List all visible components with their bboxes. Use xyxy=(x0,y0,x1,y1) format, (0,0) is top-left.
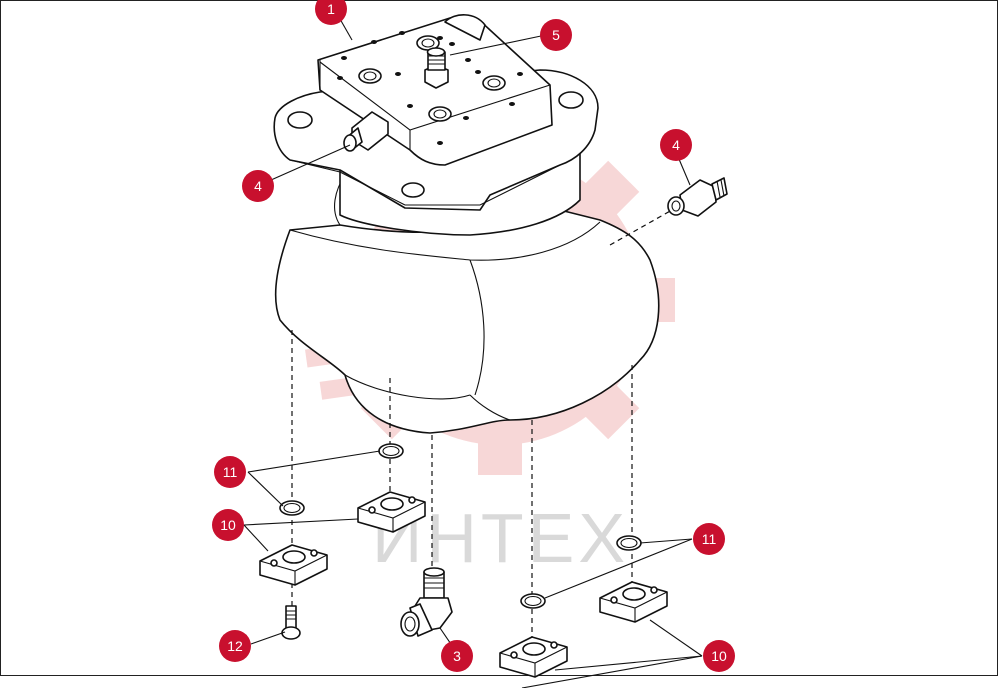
callout-badge-11-left: 11 xyxy=(214,456,246,488)
fitting-item-5 xyxy=(424,47,449,89)
bolt-item-12 xyxy=(281,605,301,640)
svg-text:4: 4 xyxy=(672,137,680,153)
svg-text:11: 11 xyxy=(702,531,717,547)
elbow-fitting-item-3 xyxy=(400,567,453,637)
fitting-item-4-left xyxy=(343,111,389,152)
head-ports xyxy=(358,35,506,122)
callout-badge-4-right: 4 xyxy=(660,129,692,161)
o-ring-items-11 xyxy=(279,443,642,609)
callout-badge-10-left: 10 xyxy=(212,509,244,541)
callout-badge-12: 12 xyxy=(219,630,251,662)
callout-badge-10-right: 10 xyxy=(703,640,735,672)
callout-badge-11-right: 11 xyxy=(693,523,725,555)
callout-badge-3: 3 xyxy=(441,640,473,672)
callout-badge-4-left: 4 xyxy=(242,170,274,202)
svg-text:10: 10 xyxy=(220,517,236,533)
callout-badge-5: 5 xyxy=(540,19,572,51)
head-bolt-holes xyxy=(337,31,523,145)
pump-housing xyxy=(273,14,660,434)
svg-text:10: 10 xyxy=(711,648,727,664)
fitting-item-4-right xyxy=(667,177,728,217)
svg-text:1: 1 xyxy=(327,1,335,17)
svg-text:11: 11 xyxy=(223,464,238,480)
svg-text:4: 4 xyxy=(254,178,262,194)
callout-badge-1: 1 xyxy=(315,0,347,25)
svg-text:5: 5 xyxy=(552,27,560,43)
svg-text:3: 3 xyxy=(453,648,461,664)
split-flange-items-10 xyxy=(259,491,668,678)
svg-text:12: 12 xyxy=(227,638,243,654)
